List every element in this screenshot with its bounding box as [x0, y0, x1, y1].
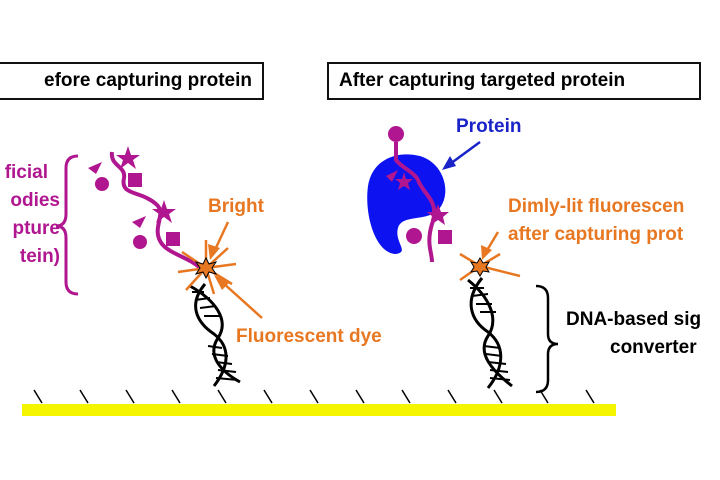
dimly-label-line1: Dimly-lit fluorescen	[508, 196, 685, 217]
antibody-bracket	[55, 154, 79, 296]
dye-arrow	[214, 275, 263, 319]
protein-shape	[367, 154, 446, 254]
before-capture-title: efore capturing protein	[0, 62, 264, 100]
antibody-label-line1: ficial	[4, 162, 48, 183]
protein-label: Protein	[456, 116, 522, 137]
antibody-label-line2: odies	[10, 190, 60, 211]
antibody-strand-after	[394, 142, 437, 263]
dimly-label-line2: after capturing prot	[508, 224, 684, 245]
antibody-strand-before	[109, 151, 202, 270]
fluorescent-dye-marker-before	[194, 256, 218, 280]
after-capture-title: After capturing targeted protein	[327, 62, 701, 100]
fluorescent-dye-label: Fluorescent dye	[236, 326, 382, 347]
substrate-surface	[22, 404, 616, 416]
antibody-label-line4: tein)	[19, 246, 60, 267]
dna-converter-bracket	[535, 284, 559, 394]
protein-arrow	[442, 140, 481, 170]
fluorescent-dye-marker-after	[470, 257, 490, 277]
surface-hatching	[33, 389, 595, 404]
bright-arrow	[208, 221, 230, 260]
dna-converter-label-line1: DNA-based sig	[566, 309, 702, 330]
dim-arrow	[481, 231, 500, 260]
dim-fluorescence-burst	[459, 252, 521, 282]
dna-helix-before	[189, 283, 241, 387]
bright-label: Bright	[208, 196, 264, 217]
antibody-epitopes-before	[88, 146, 180, 249]
dna-converter-label-line2: converter	[610, 337, 697, 358]
antibody-label-line3: pture	[12, 218, 61, 239]
dna-helix-after	[467, 277, 513, 389]
